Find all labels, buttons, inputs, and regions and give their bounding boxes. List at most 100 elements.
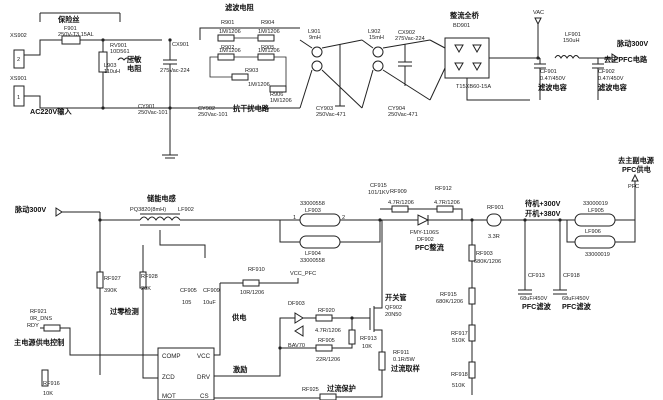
r903-ref: R903 — [245, 68, 258, 74]
cy903-ref: CY903 — [316, 106, 333, 112]
rf909-value: 4.7R/1206 — [388, 200, 414, 206]
resistor-rf909 — [391, 205, 409, 213]
rf918-value: 510K — [452, 383, 465, 389]
rf921-value: 0R_DNS — [30, 316, 52, 322]
cf901-role: 滤波电容 — [538, 83, 568, 92]
rf905-ref: RF905 — [318, 338, 335, 344]
cx902-value: 275Vac-224 — [395, 36, 425, 42]
svg-text:1: 1 — [293, 215, 296, 221]
ic-pin-drv: DRV — [197, 374, 211, 381]
lf905-ref: LF905 — [588, 208, 604, 214]
pfc-out-label: PFC — [628, 184, 639, 190]
bridge-rectifier-bd901 — [429, 37, 490, 101]
filter-resistor-title: 滤波电阻 — [225, 3, 255, 12]
pulse-in-arrow-icon — [55, 207, 63, 217]
power-supply-label: 供电 — [231, 313, 247, 322]
cx901-value: 275Vac-224 — [160, 68, 190, 74]
rf903-value: 680K/1206 — [474, 259, 501, 265]
r906-value: 1M/1206 — [270, 98, 292, 104]
cy901-ref: CY901 — [138, 104, 155, 110]
resistor-rf927 — [96, 271, 104, 289]
rf917-value: 510K — [452, 338, 465, 344]
l902-value: 15mH — [369, 35, 384, 41]
junction-dots — [98, 38, 562, 350]
rf905-value: 22R/1206 — [316, 357, 340, 363]
resistor-rf916 — [41, 369, 49, 387]
inductor-pq3820 — [139, 216, 181, 221]
cy904-value: 250Vac-471 — [388, 112, 418, 118]
pq-core-label: PQ3820(8mH) — [130, 207, 166, 213]
on-380v-label: 开机+380V — [525, 209, 561, 218]
fuse-ref: F901 — [64, 26, 77, 32]
r905-value: 1M/1206 — [258, 48, 280, 54]
choke-l901 — [299, 39, 323, 109]
main-power-ctrl-label: 主电源供电控制 — [14, 338, 64, 347]
rf915-value: 680K/1206 — [436, 299, 463, 305]
cy902-ref: CY902 — [198, 106, 215, 112]
rf920-value: 4.7R/1206 — [315, 328, 341, 334]
resistor-r904 — [257, 34, 275, 42]
ic-pin-vcc: VCC — [197, 353, 211, 360]
connector-xs902 — [13, 49, 25, 69]
inductor-l903 — [117, 57, 137, 61]
drive-label: 激励 — [233, 365, 247, 374]
bead-lf905 — [574, 213, 616, 227]
thermistor-rf901 — [486, 213, 502, 227]
bead-lf903 — [299, 213, 341, 227]
lf901-value: 150uH — [563, 38, 579, 44]
resistor-r905 — [257, 53, 275, 61]
resistor-rf915 — [468, 287, 476, 305]
df903-ref: DF903 — [288, 301, 305, 307]
varistor-title-1: 压敏 — [127, 55, 142, 64]
cf915-ref: CF915 — [370, 183, 387, 189]
ic-pin-cs: CS — [200, 393, 209, 400]
cf918-role: PFC滤波 — [562, 302, 592, 311]
cy901-value: 250Vac-101 — [138, 110, 168, 116]
r904-ref: R904 — [261, 20, 274, 26]
to-main-sub-label: 去主副电源 — [618, 156, 655, 165]
lf901-ref: LF901 — [565, 32, 581, 38]
r904-value: 1M/1206 — [258, 29, 280, 35]
r901-ref: R901 — [221, 20, 234, 26]
varistor-ref: RV901 — [110, 43, 127, 49]
resistor-r901 — [217, 34, 235, 42]
rf927-ref: RF927 — [104, 276, 121, 282]
rf916-value: 10K — [43, 391, 53, 397]
rectifier-title: 整流全桥 — [449, 11, 480, 20]
cf905-value: 105 — [182, 300, 191, 306]
switch-tube-label: 开关管 — [385, 293, 407, 302]
cf909-value: 10uF — [203, 300, 216, 306]
cf902-ref: CF902 — [598, 69, 615, 75]
r902-value: 1M/1206 — [219, 48, 241, 54]
vac-arrow-icon — [534, 17, 542, 26]
rf917-ref: RF917 — [451, 331, 468, 337]
lf902-ref: LF902 — [178, 207, 194, 213]
varistor-value: 10D561 — [110, 49, 130, 55]
rf913-ref: RF913 — [360, 336, 377, 342]
r902-ref: R902 — [221, 45, 234, 51]
pfc-controller-ic — [157, 347, 215, 400]
cf901-value: 0.47/450V — [540, 76, 566, 82]
energy-inductor-title: 储能电感 — [146, 194, 177, 203]
r905-ref: R905 — [261, 45, 274, 51]
svg-text:2: 2 — [17, 57, 20, 63]
to-pfc-label: 去主PFC电路 — [604, 55, 648, 64]
resistor-rf911 — [378, 351, 386, 371]
resistor-rf905 — [315, 344, 333, 352]
choke-l902 — [361, 39, 384, 109]
ic-pin-mot: MOT — [162, 393, 176, 400]
l902-ref: L902 — [368, 29, 380, 35]
l903-ref: L903 — [104, 63, 116, 69]
fuse-value: 250V-T3.15AL — [58, 32, 94, 38]
pfc-out-arrow-icon — [631, 173, 639, 182]
vcc-pfc-label: VCC_PFC — [290, 271, 316, 277]
resistor-rf910 — [242, 279, 260, 287]
xs902-label: XS902 — [10, 33, 27, 39]
anti-interference-label: 抗干扰电路 — [233, 104, 270, 113]
rf910-value: 10R/1206 — [240, 290, 264, 296]
rf910-ref: RF910 — [248, 267, 265, 273]
lf903-ref: LF903 — [305, 208, 321, 214]
bd901-ref: BD901 — [453, 23, 470, 29]
cf902-value: 0.47/450V — [598, 76, 624, 82]
rf916-ref: RF916 — [43, 381, 60, 387]
